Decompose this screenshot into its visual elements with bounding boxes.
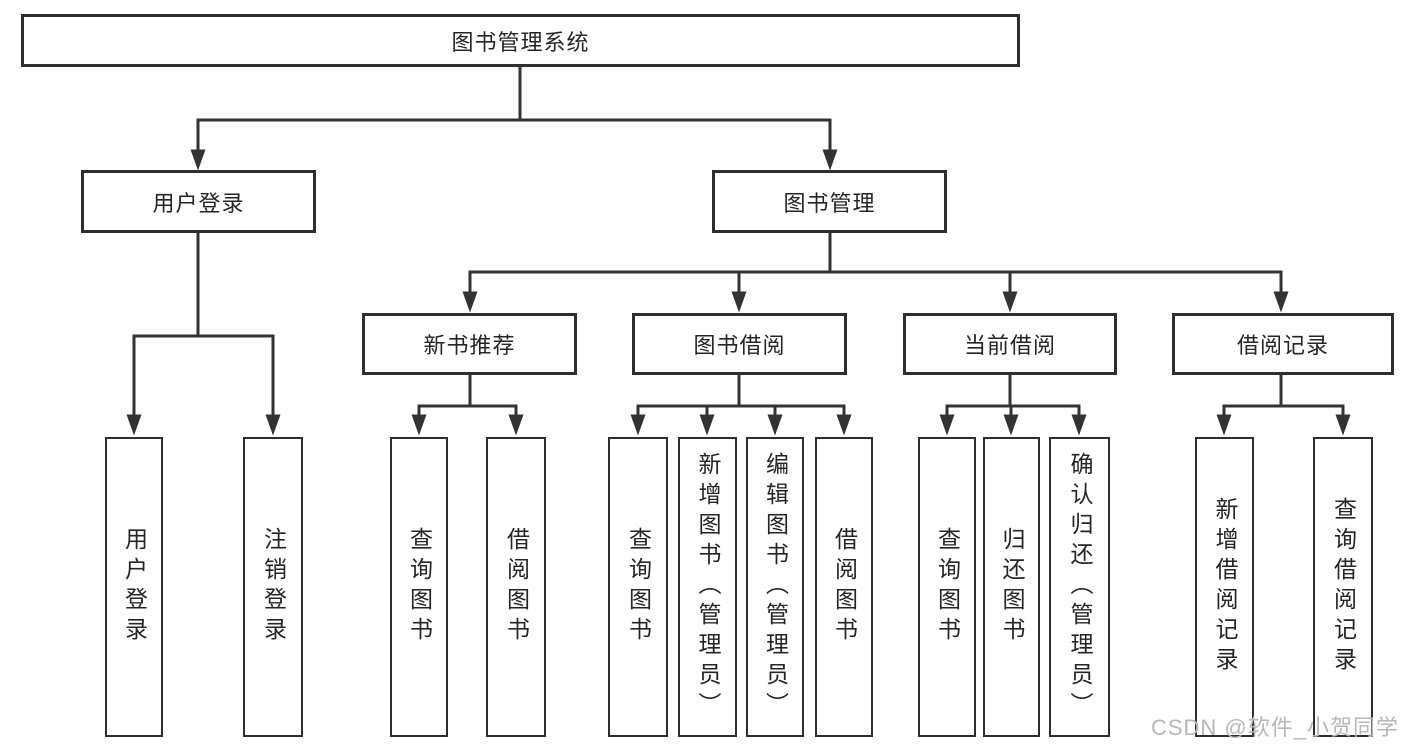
node-label: 查询图书 [625, 527, 652, 647]
leaf-return-book: 归还图书 [983, 437, 1040, 737]
node-user-login: 用户登录 [81, 170, 316, 233]
leaf-confirm-return-admin: 确认归还（管理员） [1049, 437, 1110, 737]
node-label: 查询图书 [934, 527, 961, 647]
leaf-search-borrow-record: 查询借阅记录 [1313, 437, 1373, 737]
csdn-watermark: CSDN @软件_小贺同学 [1150, 715, 1399, 740]
leaf-add-borrow-record: 新增借阅记录 [1195, 437, 1254, 737]
leaf-search-book-current: 查询图书 [918, 437, 976, 737]
node-label: 用户登录 [152, 190, 245, 216]
node-label: 借阅图书 [503, 527, 530, 647]
node-label: 新增借阅记录 [1212, 497, 1238, 677]
leaf-borrow-book: 借阅图书 [815, 437, 873, 737]
node-current-borrowing: 当前借阅 [903, 313, 1117, 375]
node-book-borrowing: 图书借阅 [632, 313, 847, 375]
leaf-borrow-book-recommend: 借阅图书 [486, 437, 546, 737]
node-label: 查询借阅记录 [1330, 497, 1357, 677]
node-new-book-recommend: 新书推荐 [362, 313, 577, 375]
node-book-management: 图书管理 [712, 170, 947, 233]
node-label: 图书管理 [783, 190, 876, 216]
leaf-user-login: 用户登录 [105, 437, 163, 737]
node-label: 注销登录 [260, 527, 287, 647]
node-label: 当前借阅 [963, 333, 1056, 358]
node-root-library-system: 图书管理系统 [21, 14, 1020, 67]
node-label: 用户登录 [121, 527, 148, 647]
node-label: 借阅图书 [831, 527, 858, 647]
node-label: 查询图书 [406, 527, 433, 647]
node-label: 新增图书（管理员） [695, 452, 721, 722]
node-label: 借阅记录 [1236, 333, 1329, 358]
node-label: 图书管理系统 [451, 29, 590, 55]
node-borrowing-records: 借阅记录 [1172, 313, 1394, 375]
leaf-logout-login: 注销登录 [243, 437, 303, 737]
node-label: 图书借阅 [693, 333, 786, 358]
node-label: 归还图书 [999, 527, 1025, 647]
leaf-search-book-recommend: 查询图书 [390, 437, 448, 737]
leaf-search-book-borrow: 查询图书 [608, 437, 668, 737]
node-label: 编辑图书（管理员） [762, 452, 789, 722]
node-label: 新书推荐 [423, 333, 516, 358]
node-label: 确认归还（管理员） [1067, 452, 1093, 722]
leaf-add-book-admin: 新增图书（管理员） [678, 437, 737, 737]
leaf-edit-book-admin: 编辑图书（管理员） [746, 437, 804, 737]
